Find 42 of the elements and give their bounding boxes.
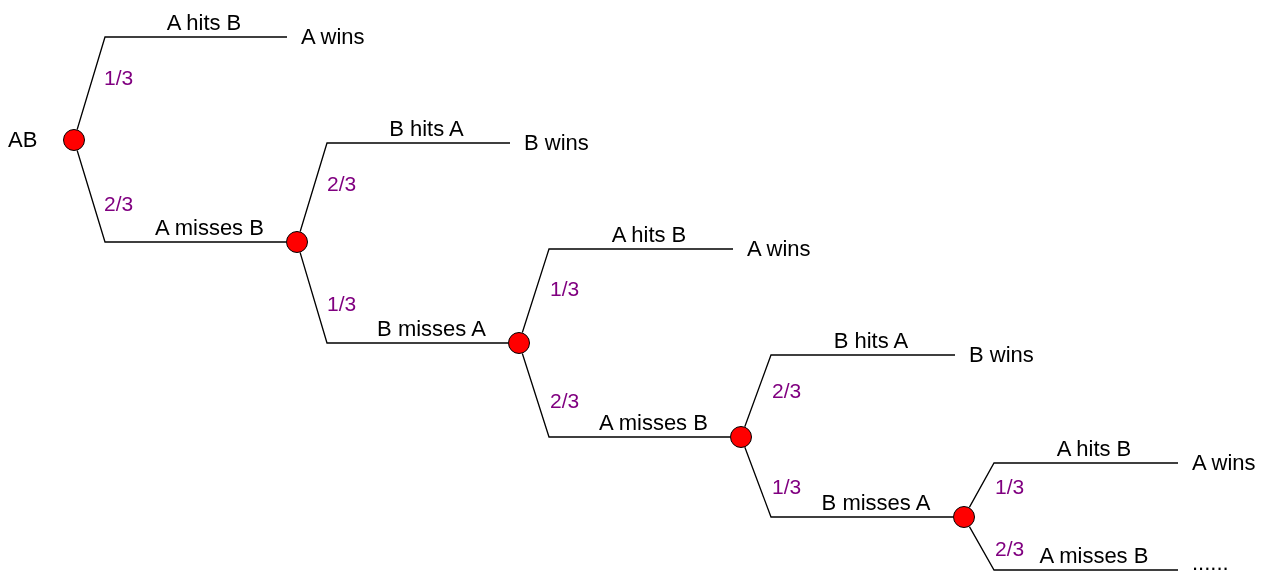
chance-node-circle [730,426,752,448]
state-label: AB [8,128,38,152]
edge-label: B hits A [833,329,909,353]
outcome-text: A wins [287,24,365,50]
branch-line [968,525,1179,571]
branch-line [744,354,956,428]
edge-label: A hits B [1056,437,1132,461]
edge-label: B hits A [389,117,464,141]
branch-line [76,149,287,243]
probability-label: 2/3 [327,172,357,196]
chance-node-circle [953,506,975,528]
probability-label: 1/3 [995,475,1025,499]
branch-line [744,446,954,518]
edge-label: A hits B [611,223,687,247]
chance-node-circle [508,332,530,354]
chance-node-circle [63,129,85,151]
edge-label: A hits B [166,11,242,35]
probability-label: 2/3 [995,537,1025,561]
probability-label: 1/3 [104,66,134,90]
probability-label: 2/3 [550,389,580,413]
branch-line [76,36,288,131]
probability-label: 1/3 [772,475,802,499]
edge-label: A misses B [599,411,708,435]
edge-label: A misses B [155,216,264,240]
branch-line [521,248,734,334]
edge-label: A misses B [1039,544,1149,568]
probability-label: 1/3 [550,277,580,301]
branch-line [299,142,511,233]
outcome-text: A wins [1178,450,1256,476]
outcome-text: B wins [955,342,1034,368]
branch-line [299,251,509,344]
probability-label: 2/3 [104,192,134,216]
edge-label: B misses A [377,317,486,341]
branch-line [968,462,1179,509]
branch-line [521,352,731,438]
chance-node-circle [286,231,308,253]
probability-label: 2/3 [772,379,802,403]
edge-label: B misses A [821,491,931,515]
outcome-text: A wins [733,236,811,262]
probability-label: 1/3 [327,292,357,316]
outcome-text: ...... [1178,550,1229,576]
outcome-text: B wins [510,130,589,156]
